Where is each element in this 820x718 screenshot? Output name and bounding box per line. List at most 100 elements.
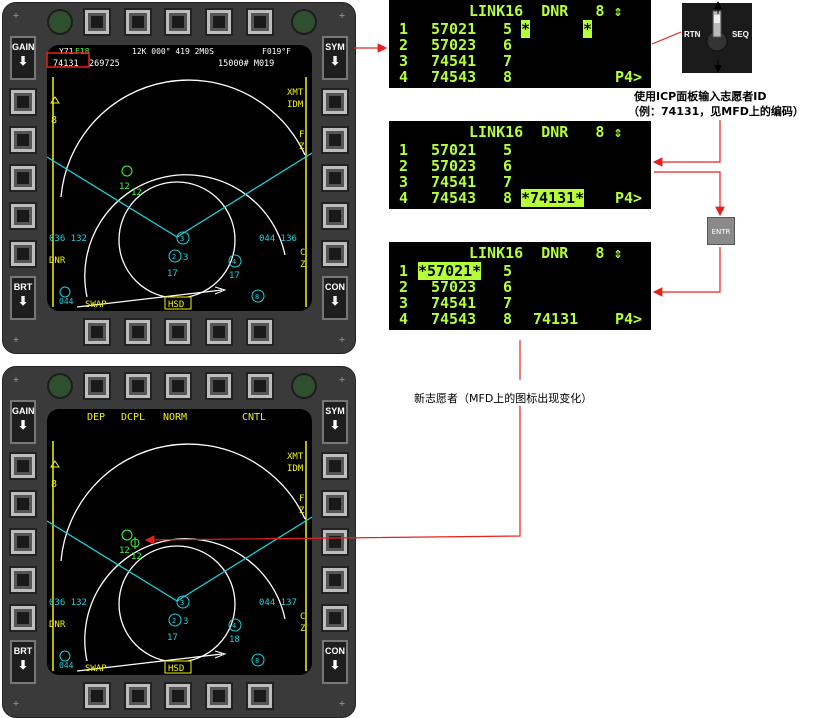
osb-left-5[interactable] (9, 240, 37, 268)
range-left-label: 036 132 (49, 598, 87, 608)
arrow-down-icon: ⬇ (17, 658, 29, 672)
gain-rocker[interactable]: GAIN⬇ (10, 36, 36, 80)
osb-left-1[interactable] (9, 452, 37, 480)
ded-id: 57023 (431, 157, 477, 175)
osb-left-4[interactable] (9, 566, 37, 594)
idm-label: IDM (287, 100, 304, 110)
side-label: Z (299, 142, 305, 152)
hsd-display: Y71 F18 12K 000° 419 2M0S F019°F 74131 2… (47, 47, 312, 310)
arrow-down-icon: ⬇ (329, 294, 341, 308)
arrow-icon (214, 650, 227, 659)
contact-label: 17 (167, 269, 178, 279)
osb-bottom-3[interactable] (164, 318, 192, 346)
osb-right-4[interactable] (321, 202, 349, 230)
osb-left-3[interactable] (9, 528, 37, 556)
contact-icon (228, 254, 242, 268)
osb-top-4[interactable] (205, 8, 233, 36)
dnr-label: DNR (49, 256, 66, 266)
ded-id: 57023 (431, 278, 477, 296)
ded-cursor: * (521, 20, 531, 38)
con-rocker[interactable]: CON⬇ (322, 640, 348, 684)
osb-label-cntl: CNTL (242, 412, 266, 423)
osb-left-2[interactable] (9, 126, 37, 154)
range-right-label: 044 137 (259, 598, 297, 608)
ded-title-row: LINK16 DNR 8 ⇕ (389, 2, 651, 22)
ded-index: 3 (399, 294, 409, 312)
contact-label: 12 (131, 188, 142, 198)
osb-right-3[interactable] (321, 164, 349, 192)
osb-top-1[interactable] (83, 372, 111, 400)
osb-left-2[interactable] (9, 490, 37, 518)
ded-row: 1 *57021* 5 (389, 262, 651, 282)
sym-rocker[interactable]: SYM⬇ (322, 400, 348, 444)
osb-bottom-1[interactable] (83, 682, 111, 710)
brt-rocker[interactable]: BRT⬇ (10, 640, 36, 684)
osb-top-3[interactable] (164, 372, 192, 400)
osb-bottom-3[interactable] (164, 682, 192, 710)
side-label: F (299, 130, 304, 140)
osb-top-5[interactable] (246, 8, 274, 36)
osb-left-3[interactable] (9, 164, 37, 192)
contact-icon (228, 618, 242, 632)
contact-label: 12 (119, 546, 130, 556)
gain-rocker[interactable]: GAIN⬇ (10, 400, 36, 444)
scale-label: 8 (51, 479, 57, 490)
contact-label: 18 (229, 635, 240, 645)
osb-right-1[interactable] (321, 452, 349, 480)
osb-right-5[interactable] (321, 604, 349, 632)
ded-row: 3 74541 7 (389, 52, 651, 72)
entr-button[interactable]: ENTR (707, 217, 735, 245)
osb-right-4[interactable] (321, 566, 349, 594)
brightness-knob-right[interactable] (291, 9, 317, 35)
ded-row: 4 74543 8 P4> (389, 68, 651, 88)
brightness-knob-left[interactable] (47, 373, 73, 399)
osb-bottom-2[interactable] (124, 318, 152, 346)
osb-bottom-2[interactable] (124, 682, 152, 710)
ded-index: 2 (399, 36, 409, 54)
osb-bottom-5[interactable] (246, 682, 274, 710)
osb-label-dep: DEP (87, 412, 105, 423)
sym-rocker[interactable]: SYM⬇ (322, 36, 348, 80)
contact-label: 8 (255, 293, 259, 301)
osb-right-2[interactable] (321, 490, 349, 518)
osb-top-2[interactable] (124, 372, 152, 400)
icp-dcs-switch[interactable]: RTN SEQ (682, 3, 752, 73)
osb-right-5[interactable] (321, 240, 349, 268)
arrow-down-icon: ⬇ (329, 54, 341, 68)
osb-top-3[interactable] (164, 8, 192, 36)
osb-left-1[interactable] (9, 88, 37, 116)
brightness-knob-right[interactable] (291, 373, 317, 399)
osb-bottom-4[interactable] (205, 318, 233, 346)
ded-title: LINK16 DNR 8 ⇕ (469, 123, 623, 141)
osb-right-3[interactable] (321, 528, 349, 556)
header-text: F18 (75, 47, 90, 56)
arrow-entr-to-ded3 (652, 247, 721, 297)
header-text: Y71 (59, 47, 74, 56)
side-label: Z (300, 260, 306, 270)
brt-rocker[interactable]: BRT⬇ (10, 276, 36, 320)
con-label: CON (325, 646, 345, 656)
ded-id: 57023 (431, 36, 477, 54)
arrow-caption-to-ded2 (652, 120, 721, 167)
con-rocker[interactable]: CON⬇ (322, 276, 348, 320)
osb-bottom-5[interactable] (246, 318, 274, 346)
osb-top-4[interactable] (205, 372, 233, 400)
ded-entry: 74131 (533, 310, 579, 328)
contact-label: 3 (183, 617, 188, 627)
contact-label: 044 (59, 297, 74, 306)
osb-right-1[interactable] (321, 88, 349, 116)
osb-top-1[interactable] (83, 8, 111, 36)
osb-bottom-1[interactable] (83, 318, 111, 346)
ded-title-row: LINK16 DNR 8 ⇕ (389, 123, 651, 143)
osb-left-4[interactable] (9, 202, 37, 230)
osb-right-2[interactable] (321, 126, 349, 154)
osb-top-5[interactable] (246, 372, 274, 400)
contact-label: 4 (232, 622, 236, 630)
fcr-line-right (176, 516, 312, 602)
osb-top-2[interactable] (124, 8, 152, 36)
brightness-knob-left[interactable] (47, 9, 73, 35)
osb-bottom-4[interactable] (205, 682, 233, 710)
osb-left-5[interactable] (9, 604, 37, 632)
arrow-down-icon: ⬇ (17, 418, 29, 432)
header-text: 269725 (89, 59, 120, 69)
